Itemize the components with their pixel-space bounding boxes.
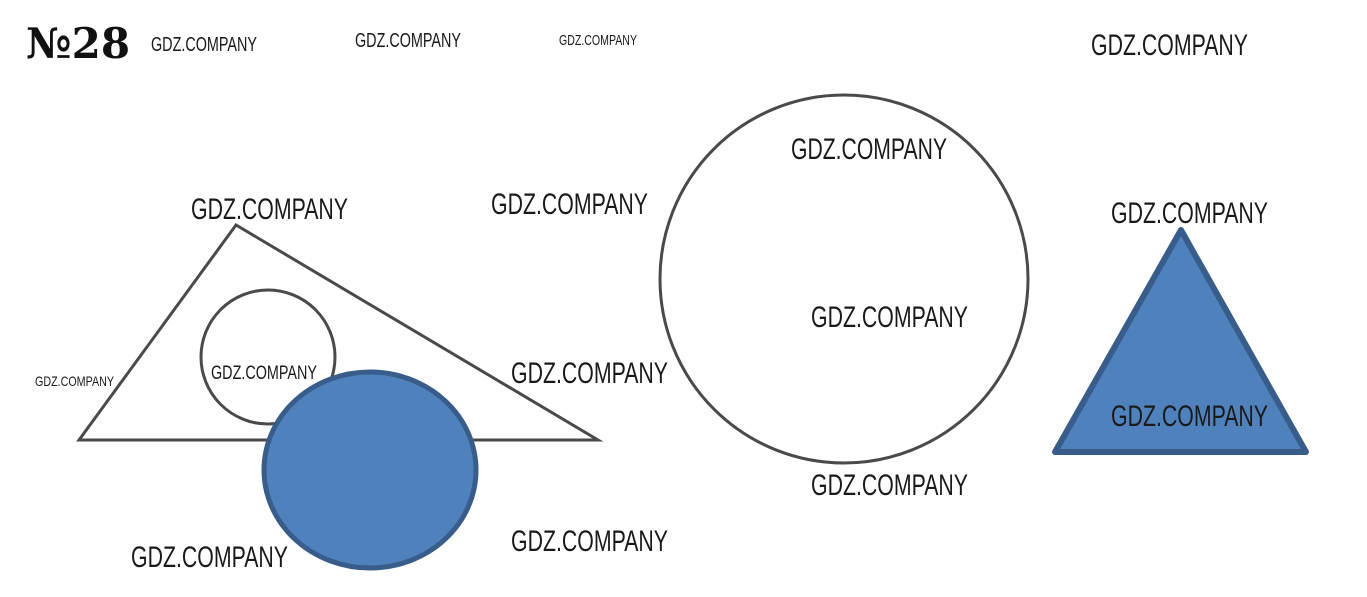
- watermark-text: GDZ.COMPANY: [791, 133, 947, 166]
- watermark-text: GDZ.COMPANY: [191, 193, 348, 226]
- watermark-text: GDZ.COMPANY: [811, 469, 968, 502]
- blue-triangle: [1052, 227, 1309, 455]
- watermark-text: GDZ.COMPANY: [491, 188, 648, 221]
- watermark-text: GDZ.COMPANY: [559, 32, 637, 49]
- watermark-text: GDZ.COMPANY: [1111, 197, 1268, 230]
- watermarks: GDZ.COMPANY GDZ.COMPANY GDZ.COMPANY GDZ.…: [35, 29, 1268, 574]
- watermark-text: GDZ.COMPANY: [511, 357, 668, 390]
- watermark-text: GDZ.COMPANY: [1091, 29, 1248, 62]
- small-circle: [199, 288, 337, 426]
- watermark-text: GDZ.COMPANY: [151, 34, 257, 56]
- watermark-text: GDZ.COMPANY: [131, 541, 288, 574]
- watermark-text: GDZ.COMPANY: [35, 373, 114, 389]
- watermark-text: GDZ.COMPANY: [211, 363, 317, 384]
- watermark-text: GDZ.COMPANY: [355, 30, 461, 52]
- exercise-number: №28: [26, 19, 130, 68]
- watermark-text: GDZ.COMPANY: [1111, 400, 1268, 433]
- watermark-text: GDZ.COMPANY: [811, 301, 968, 334]
- large-circle: [658, 93, 1030, 465]
- watermark-text: GDZ.COMPANY: [511, 525, 668, 558]
- blue-ellipse: [261, 369, 479, 571]
